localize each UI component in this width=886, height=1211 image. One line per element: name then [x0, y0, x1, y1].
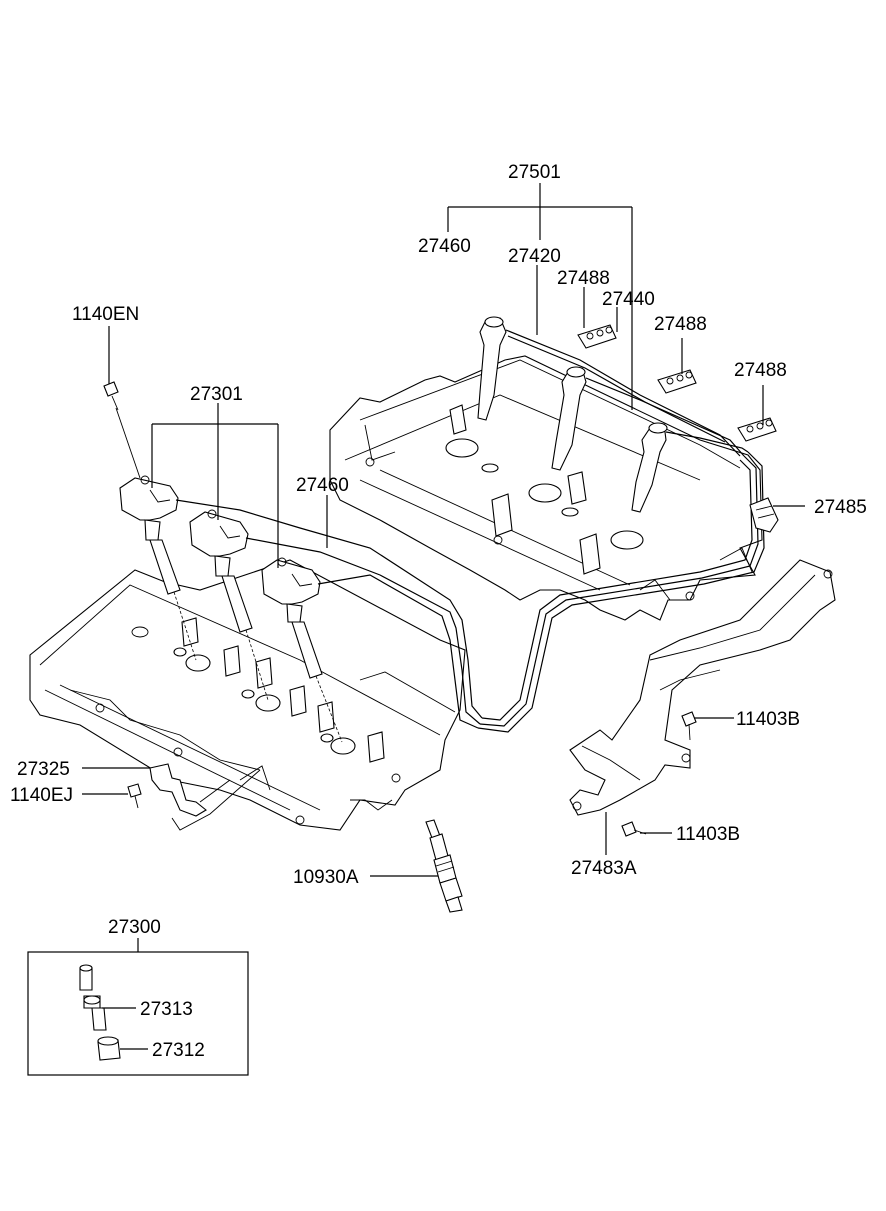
- label-27420[interactable]: 27420: [508, 246, 561, 267]
- label-27485[interactable]: 27485: [814, 497, 867, 518]
- label-27501[interactable]: 27501: [508, 162, 561, 183]
- label-27460-top[interactable]: 27460: [418, 236, 471, 257]
- label-27440[interactable]: 27440: [602, 289, 655, 310]
- label-27488-b[interactable]: 27488: [654, 314, 707, 335]
- bracket-27483A[interactable]: [569, 559, 836, 816]
- front-head-cover: [29, 559, 466, 831]
- label-27460-mid[interactable]: 27460: [296, 475, 349, 496]
- label-1140EJ[interactable]: 1140EJ: [10, 785, 73, 806]
- rear-cables[interactable]: [477, 316, 749, 513]
- coil-boot-27313[interactable]: [79, 964, 107, 1031]
- leader-lines: [82, 183, 805, 1050]
- label-27300[interactable]: 27300: [108, 917, 161, 938]
- label-27488-c[interactable]: 27488: [734, 360, 787, 381]
- ignition-coil-3[interactable]: [261, 557, 323, 679]
- label-11403B-b[interactable]: 11403B: [676, 824, 740, 845]
- coil-spring-27312[interactable]: [97, 1036, 121, 1061]
- label-27483A[interactable]: 27483A: [571, 858, 637, 879]
- bracket-27325[interactable]: [149, 763, 261, 831]
- cable-clips[interactable]: [577, 324, 779, 533]
- inset-box: [27, 951, 249, 1076]
- label-27312[interactable]: 27312: [152, 1040, 205, 1061]
- rear-head-cover: [329, 355, 763, 621]
- label-10930A[interactable]: 10930A: [293, 867, 359, 888]
- label-27313[interactable]: 27313: [140, 999, 193, 1020]
- label-1140EN[interactable]: 1140EN: [72, 304, 139, 325]
- label-27301[interactable]: 27301: [190, 384, 243, 405]
- label-27325[interactable]: 27325: [17, 759, 70, 780]
- part-labels: 27501 27460 27420 27488 27440 27488 2748…: [10, 162, 867, 1061]
- spark-plug[interactable]: [425, 819, 463, 913]
- label-27488-a[interactable]: 27488: [557, 268, 610, 289]
- bolts[interactable]: [103, 381, 697, 837]
- label-11403B-a[interactable]: 11403B: [736, 709, 800, 730]
- ignition-coil-2[interactable]: [189, 509, 253, 633]
